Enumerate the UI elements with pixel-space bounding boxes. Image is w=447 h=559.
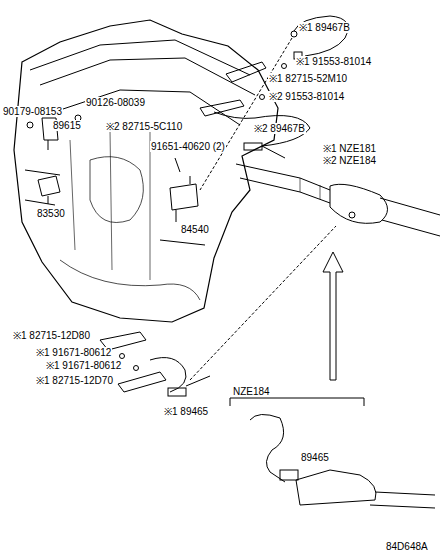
callout-number: 90179-08153 xyxy=(2,106,63,117)
callout-number: ※1 91671-80612 xyxy=(45,360,122,371)
callout-number: 83530 xyxy=(36,208,66,219)
callout-number: ※1 NZE181 xyxy=(322,143,377,154)
callout-number: 90126-08039 xyxy=(85,97,146,108)
callout-number: ※2 91553-81014 xyxy=(268,91,345,102)
callout-number: 84D648A xyxy=(385,541,429,552)
callout-number: ※1 91671-80612 xyxy=(35,347,112,358)
callout-number: 84540 xyxy=(180,224,210,235)
callout-number: NZE184 xyxy=(232,386,271,397)
callout-number: ※1 82715-12D80 xyxy=(12,330,91,341)
callout-number: ※2 89467B xyxy=(253,123,306,134)
callout-number: ※2 82715-5C110 xyxy=(105,121,183,132)
callout-number: 91651-40620 (2) xyxy=(150,141,226,152)
callout-number: 89465 xyxy=(300,452,330,463)
callout-number: ※1 91553-81014 xyxy=(295,56,372,67)
callout-number: ※2 NZE184 xyxy=(322,155,377,166)
callout-number: ※1 89465 xyxy=(163,406,209,417)
callout-number: ※1 82715-52M10 xyxy=(268,73,348,84)
callout-number: ※1 89467B xyxy=(298,22,351,33)
callout-number: ※1 82715-12D70 xyxy=(35,375,114,386)
callout-number: 89615 xyxy=(52,120,82,131)
